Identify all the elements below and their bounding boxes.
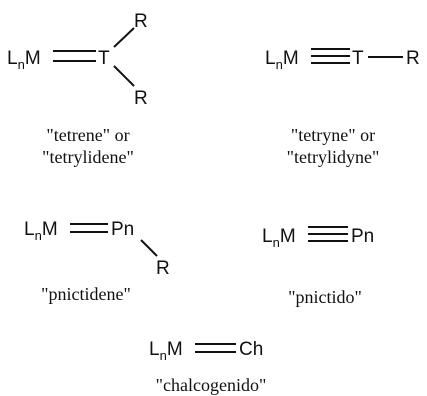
metal-fragment: LnM xyxy=(262,226,296,250)
substituent-upper: R xyxy=(134,11,148,32)
metal-fragment: LnM xyxy=(265,48,299,72)
substituent: R xyxy=(156,258,170,279)
caption-line-1: "tetrene" or xyxy=(46,125,129,145)
caption-line-2: "tetrylidyne" xyxy=(287,147,380,167)
caption-line-1: "pnictido" xyxy=(288,287,362,307)
center-atom: Pn xyxy=(111,219,134,240)
structure-pnictidene: LnM Pn R "pnictidene" xyxy=(24,219,170,304)
structure-chalcogenido: LnM Ch "chalcogenido" xyxy=(149,339,266,395)
center-atom: Ch xyxy=(239,339,263,360)
single-bond xyxy=(140,239,158,257)
center-atom: T xyxy=(352,48,364,69)
caption-line-1: "pnictidene" xyxy=(41,284,131,304)
structure-tetrene: LnM T R R "tetrene" or "tetrylidene" xyxy=(7,11,148,167)
single-bond-upper xyxy=(113,27,135,48)
metal-fragment: LnM xyxy=(7,48,41,72)
single-bond-lower xyxy=(113,65,135,87)
metal-fragment: LnM xyxy=(24,219,58,243)
caption-line-1: "tetryne" or xyxy=(291,125,375,145)
center-atom: T xyxy=(98,48,110,69)
structure-tetryne: LnM T R "tetryne" or "tetrylidyne" xyxy=(265,48,420,167)
caption-line-1: "chalcogenido" xyxy=(156,375,267,395)
metal-fragment: LnM xyxy=(149,339,183,363)
structure-pnictido: LnM Pn "pnictido" xyxy=(262,226,374,307)
substituent: R xyxy=(406,48,420,69)
center-atom: Pn xyxy=(351,226,374,247)
caption-line-2: "tetrylidene" xyxy=(42,147,134,167)
substituent-lower: R xyxy=(134,88,148,109)
